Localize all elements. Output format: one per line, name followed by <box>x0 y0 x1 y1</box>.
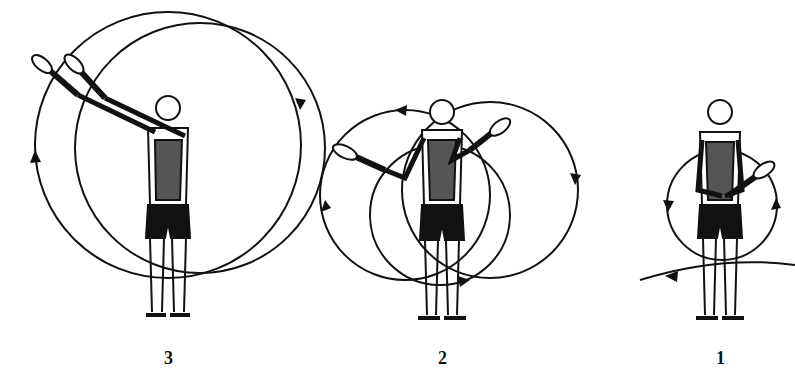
figure-number: 2 <box>438 349 447 367</box>
figure-number: 3 <box>164 349 173 367</box>
swing-circle <box>402 102 578 278</box>
athlete-figure <box>696 100 777 318</box>
figure-number: 1 <box>716 349 725 367</box>
swing-circle <box>320 110 490 280</box>
athlete-figure <box>29 51 190 315</box>
swing-arc <box>640 262 795 280</box>
athlete-figure <box>331 100 513 318</box>
swing-circle <box>75 23 325 273</box>
